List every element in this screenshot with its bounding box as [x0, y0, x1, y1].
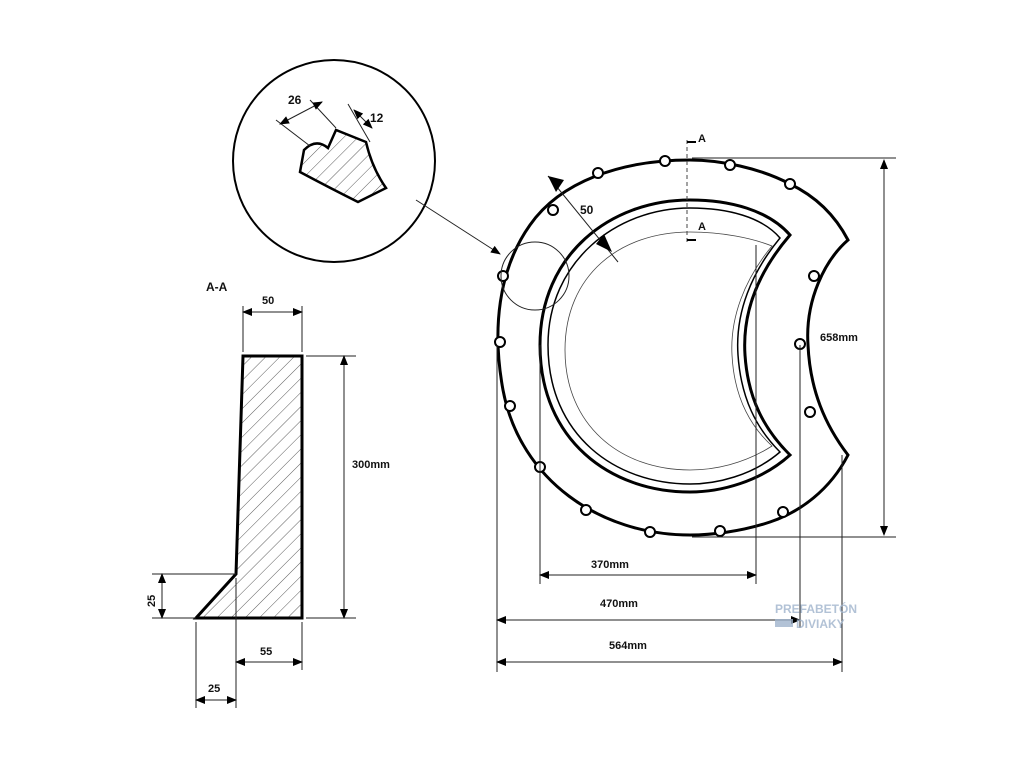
- plan-detail-ref-circle: [500, 241, 570, 311]
- detail-dim-left-label: 26: [288, 93, 302, 107]
- dim-bottom-label: 55: [260, 646, 272, 658]
- dim-height-label: 300mm: [352, 459, 390, 471]
- detail-notch-profile: [298, 128, 388, 204]
- section-view: A-A 50 300mm 25 55 25: [146, 280, 390, 708]
- plan-dim-outer-label: 564mm: [609, 640, 647, 652]
- watermark-line2: DIVIAKY: [796, 617, 845, 631]
- watermark-logo: PREFABETÓN DIVIAKY: [775, 601, 857, 631]
- plan-view: A A 50 658mm 370mm 470mm 564mm: [494, 133, 896, 672]
- detail-leader: [415, 199, 501, 255]
- plan-dim-inner-label: 370mm: [591, 559, 629, 571]
- plan-dim-wall-label: 50: [580, 203, 594, 217]
- detail-dim-line-left: [279, 101, 323, 125]
- section-mark-top: A: [698, 133, 706, 145]
- detail-dim-right-label: 12: [370, 111, 384, 125]
- detail-view: 26 12: [232, 59, 501, 263]
- section-title: A-A: [206, 280, 228, 294]
- plan-inner-outline: [538, 198, 793, 494]
- section-mark-inner: A: [698, 221, 706, 233]
- detail-dim-line-right: [353, 109, 373, 129]
- dim-top-width-label: 50: [262, 295, 274, 307]
- plan-dim-mid-label: 470mm: [600, 598, 638, 610]
- dim-step-height-label: 25: [146, 595, 158, 607]
- dim-toe-label: 25: [208, 683, 220, 695]
- plan-dim-height-label: 658mm: [820, 332, 858, 344]
- plan-inner-outline-2: [547, 207, 782, 485]
- plan-outer-outline: [496, 158, 850, 537]
- plan-inner-step: [564, 231, 773, 471]
- watermark-line1: PREFABETÓN: [775, 601, 857, 616]
- section-profile: [192, 354, 304, 620]
- plan-notches: [494, 155, 820, 538]
